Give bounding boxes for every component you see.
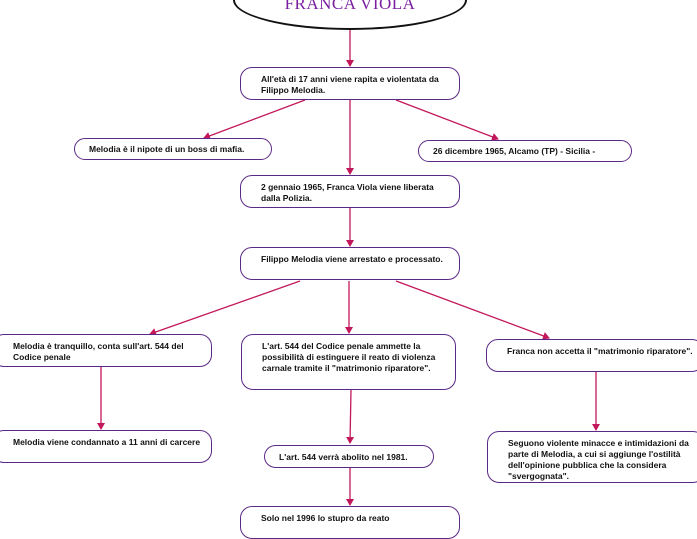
node-text: L'art. 544 verrà abolito nel 1981.: [279, 452, 408, 462]
node-abolito-1981: L'art. 544 verrà abolito nel 1981.: [264, 445, 434, 468]
node-nipote-boss: Melodia è il nipote di un boss di mafia.: [74, 138, 272, 160]
connector-layer: [97, 30, 600, 506]
node-text: L'art. 544 del Codice penale ammette la …: [262, 341, 436, 373]
node-text: Franca non accetta il "matrimonio ripara…: [507, 346, 693, 356]
node-text: Seguono violente minacce e intimidazioni…: [508, 438, 689, 481]
connector-n5-to-n6: [149, 280, 301, 336]
node-text: 26 dicembre 1965, Alcamo (TP) - Sicilia …: [433, 146, 596, 156]
node-minacce-intimidazioni: Seguono violente minacce e intimidazioni…: [487, 431, 697, 483]
node-text: Melodia è il nipote di un boss di mafia.: [89, 144, 245, 154]
node-non-accetta: Franca non accetta il "matrimonio ripara…: [486, 339, 697, 372]
node-text: 2 gennaio 1965, Franca Viola viene liber…: [261, 182, 434, 203]
node-rapita-violentata: All'età di 17 anni viene rapita e violen…: [240, 67, 460, 100]
node-data-luogo: 26 dicembre 1965, Alcamo (TP) - Sicilia …: [418, 140, 632, 162]
node-liberata-polizia: 2 gennaio 1965, Franca Viola viene liber…: [240, 175, 460, 208]
node-condannato: Melodia viene condannato a 11 anni di ca…: [0, 430, 212, 463]
node-text: Melodia è tranquillo, conta sull'art. 54…: [13, 341, 184, 362]
node-text: Solo nel 1996 lo stupro da reato: [261, 513, 390, 523]
connector-n1-to-n2: [203, 99, 306, 140]
node-solo-nel-1996: Solo nel 1996 lo stupro da reato: [240, 506, 460, 539]
node-conta-art-544: Melodia è tranquillo, conta sull'art. 54…: [0, 334, 212, 367]
connector-n5-to-n8: [395, 280, 550, 340]
node-arrestato-processato: Filippo Melodia viene arrestato e proces…: [240, 247, 460, 280]
node-text: Melodia viene condannato a 11 anni di ca…: [13, 437, 201, 447]
diagram-title: FRANCA VIOLA: [284, 0, 416, 13]
node-text: All'età di 17 anni viene rapita e violen…: [261, 74, 439, 95]
connector-n1-to-n3: [395, 99, 499, 141]
node-art-544-ammette: L'art. 544 del Codice penale ammette la …: [241, 334, 456, 390]
connector-n7-to-n10: [346, 389, 355, 444]
node-text: Filippo Melodia viene arrestato e proces…: [261, 254, 443, 264]
